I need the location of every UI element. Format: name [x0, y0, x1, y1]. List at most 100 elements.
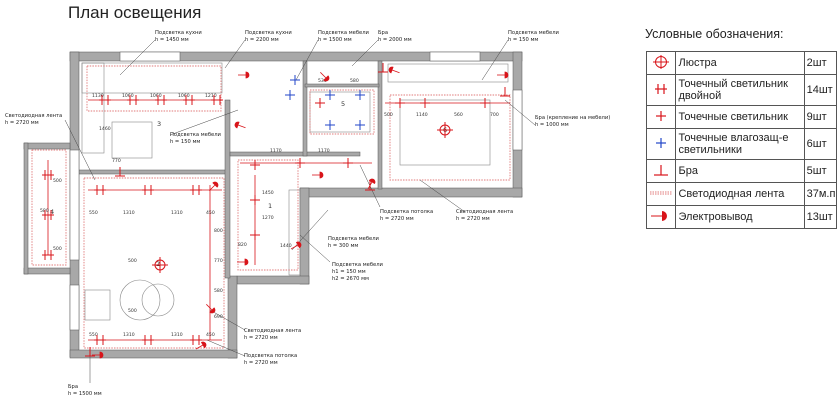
spotlight-icon [295, 158, 305, 168]
electrical-outlet-icon [206, 304, 216, 314]
double-spotlight-icon [155, 95, 167, 105]
waterproof-spotlight-icon [325, 90, 335, 100]
room-numbers: 1 2 3 4 5 6 [50, 100, 447, 268]
legend-title: Условные обозначения: [645, 27, 784, 41]
double-spotlight-icon [94, 185, 106, 195]
dim-label: 1140 [416, 112, 428, 118]
annotation-label: Подсветка кухни [155, 30, 202, 36]
room-number: 5 [341, 100, 345, 108]
sconce-icon [85, 347, 95, 357]
dim-label: 1270 [262, 215, 274, 221]
double-spotlight-icon [142, 185, 154, 195]
chandelier-icon [152, 257, 168, 273]
spotlight-icon [343, 158, 353, 168]
dim-label: 770 [214, 258, 223, 264]
led-strips [31, 65, 511, 349]
legend-name: Электровывод [675, 205, 805, 229]
spotlight-icon [645, 105, 677, 129]
led-strip-icon [645, 182, 677, 206]
sconce-icon [378, 63, 388, 73]
dim-label: 560 [454, 112, 463, 118]
dim-label: 500 [128, 258, 137, 264]
dim-label: 820 [238, 242, 247, 248]
chandelier-icon [645, 51, 677, 75]
dimension-labels: 1130 1060 1060 1060 1210 1460 770 1170 1… [40, 78, 499, 338]
annotation-label: Светодиодная лента [5, 113, 62, 119]
dim-label: 530 [318, 78, 327, 84]
windows [69, 51, 523, 331]
legend-name: Бра [675, 159, 805, 183]
waterproof-spotlight-icon [645, 128, 677, 160]
waterproof-spotlight-icon [325, 120, 335, 130]
legend-qty: 13шт [803, 205, 837, 229]
dim-label: 500 [128, 308, 137, 314]
legend-name: Светодиодная лента [675, 182, 805, 206]
dim-label: 1170 [318, 148, 330, 154]
annotation-label: h = 2720 мм [5, 120, 39, 126]
legend-qty: 6шт [803, 128, 837, 160]
double-spotlight-icon [42, 210, 54, 220]
spotlight-icon [250, 195, 260, 205]
annotation-label: h = 2200 мм [245, 37, 279, 43]
annotation-label: h = 2720 мм [380, 216, 414, 222]
sconce-icon [500, 87, 510, 97]
waterproof-spotlight-icon [290, 75, 300, 85]
legend-qty: 5шт [803, 159, 837, 183]
dim-label: 450 [206, 332, 215, 338]
annotation-label: Бра [378, 30, 388, 36]
legend-qty: 9шт [803, 105, 837, 129]
dim-label: 1060 [122, 93, 134, 99]
dim-label: 450 [206, 210, 215, 216]
spotlight-icon [315, 98, 325, 108]
annotation-label: h = 1450 мм [155, 37, 189, 43]
electrical-outlet-icon [234, 121, 246, 129]
room-number: 1 [268, 202, 272, 210]
dim-label: 1460 [99, 126, 111, 132]
double-spotlight-icon [42, 170, 54, 180]
dim-label: 700 [490, 112, 499, 118]
annotation-label: h = 2720 мм [244, 335, 278, 341]
spotlight-icon [250, 230, 260, 240]
annotations: Подсветка кухни h = 1450 мм Подсветка ку… [5, 30, 610, 397]
double-spotlight-icon [127, 95, 139, 105]
electrical-outlet-icon [320, 72, 330, 82]
annotation-label: Подсветка мебели [318, 30, 369, 36]
electrical-outlet-icon [209, 181, 219, 191]
electrical-outlet-icon [92, 351, 104, 359]
dim-label: 1060 [150, 93, 162, 99]
dim-label: 1310 [123, 332, 135, 338]
sconce-icon [645, 159, 677, 183]
electrical-outlet-icon [290, 241, 302, 250]
room-number: 2 [156, 260, 160, 268]
annotation-label: Подсветка потолка [244, 353, 297, 359]
annotation-label: h = 1500 мм [68, 391, 102, 397]
annotation-label: Подсветка мебели [332, 262, 383, 268]
legend-qty: 37м.п [803, 182, 837, 206]
annotation-label: Подсветка потолка [380, 209, 433, 215]
double-spotlight-icon [183, 95, 195, 105]
annotation-label: Подсветка мебели [508, 30, 559, 36]
dim-label: 1130 [92, 93, 104, 99]
dim-label: 800 [214, 228, 223, 234]
double-spotlight-icon [42, 250, 54, 260]
electrical-outlet-icon [388, 66, 400, 74]
dim-label: 550 [89, 332, 98, 338]
annotation-label: h = 150 мм [170, 139, 200, 145]
dim-label: 550 [89, 210, 98, 216]
spotlight-icon [420, 98, 430, 108]
double-spotlight-icon [94, 335, 106, 345]
double-spotlight-icon [190, 335, 202, 345]
electrical-outlet-icon [237, 258, 249, 266]
annotation-label: h2 = 2670 мм [332, 276, 369, 282]
dim-label: 1310 [171, 210, 183, 216]
electrical-outlet-icon [312, 171, 324, 179]
annotation-label: Подсветка мебели [328, 236, 379, 242]
annotation-label: h = 300 мм [328, 243, 358, 249]
furniture [81, 62, 509, 321]
legend-qty: 14шт [803, 74, 837, 106]
spotlight-icon [250, 160, 260, 170]
